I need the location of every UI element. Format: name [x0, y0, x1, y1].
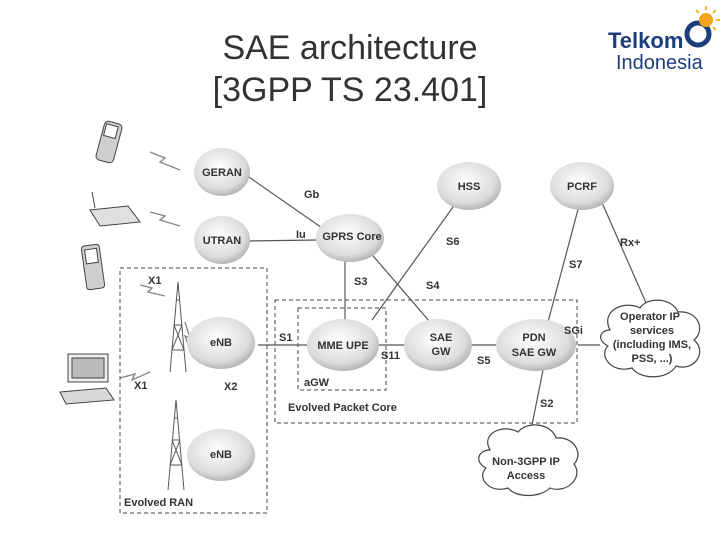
interface-rx-label: Rx+: [620, 237, 641, 249]
gprs-core-label: GPRS Core: [322, 231, 381, 243]
utran-label: UTRAN: [203, 235, 242, 247]
enb-node-top: eNB: [187, 317, 255, 369]
telkom-logo-icon: [684, 6, 720, 48]
diagram-title-line2: [3GPP TS 23.401]: [212, 71, 488, 109]
hss-label: HSS: [458, 181, 481, 193]
operator-ip-services-cloud: Operator IP services (including IMS, PSS…: [600, 299, 701, 378]
mme-upe-node: MME UPE: [307, 319, 379, 371]
pdn-sae-gw-node: PDN SAE GW: [496, 319, 576, 371]
interface-s2-label: S2: [540, 398, 553, 410]
sae-gw-label-line2: GW: [432, 346, 452, 358]
gprs-core-node: GPRS Core: [316, 214, 384, 262]
diagram-title-line1: SAE architecture: [222, 29, 478, 67]
non3gpp-access-cloud: Non-3GPP IP Access: [478, 424, 579, 497]
mobile-phone-icon: [80, 120, 123, 291]
mme-upe-label: MME UPE: [317, 340, 368, 352]
wireless-router-icon: [89, 191, 141, 227]
interface-s5-label: S5: [477, 355, 490, 367]
interface-gb-label: Gb: [304, 189, 320, 201]
antenna-tower-icon: [167, 399, 185, 491]
interface-x1-bottom-label: X1: [134, 380, 147, 392]
interface-s7-label: S7: [569, 259, 582, 271]
utran-node: UTRAN: [194, 216, 250, 264]
pcrf-label: PCRF: [567, 181, 597, 193]
enb-top-label: eNB: [210, 337, 232, 349]
evolved-ran-label: Evolved RAN: [124, 497, 193, 509]
interface-s11-label: S11: [381, 350, 400, 362]
interface-x1-top-label: X1: [148, 275, 161, 287]
interface-sgi-label: SGi: [564, 325, 583, 337]
evolved-packet-core-label: Evolved Packet Core: [288, 402, 397, 414]
antenna-tower-icon: [169, 281, 187, 373]
interface-s6-label: S6: [446, 236, 459, 248]
interface-s4-label: S4: [426, 280, 440, 292]
interface-iu-label: Iu: [296, 229, 306, 241]
pdn-sae-gw-label-line2: SAE GW: [512, 347, 557, 359]
operator-ip-line1: Operator IP: [620, 311, 680, 323]
enb-node-bottom: eNB: [187, 429, 255, 481]
evolved-packet-core-region: [274, 299, 578, 424]
geran-label: GERAN: [202, 167, 242, 179]
operator-ip-line3: (including IMS,: [613, 339, 691, 351]
non3gpp-line2: Access: [507, 470, 546, 482]
pcrf-node: PCRF: [550, 162, 614, 210]
operator-ip-line2: services: [630, 325, 674, 337]
enb-bottom-label: eNB: [210, 449, 232, 461]
pdn-sae-gw-label-line1: PDN: [522, 332, 545, 344]
sae-gw-node: SAE GW: [404, 319, 472, 371]
geran-node: GERAN: [194, 148, 250, 196]
logo-word-telkom: Telkom: [608, 28, 684, 53]
logo-word-indonesia: Indonesia: [616, 52, 703, 74]
lightning-signal-icon: [119, 151, 193, 382]
interface-s3-label: S3: [354, 276, 367, 288]
non3gpp-line1: Non-3GPP IP: [492, 456, 560, 468]
evolved-ran-region: [119, 267, 268, 514]
sae-gw-label-line1: SAE: [430, 332, 453, 344]
laptop-icon: [59, 353, 115, 405]
operator-ip-line4: PSS, ...): [632, 353, 673, 365]
agw-region: [297, 307, 387, 391]
interface-s1-label: S1: [279, 332, 292, 344]
interface-x2-label: X2: [224, 381, 237, 393]
hss-node: HSS: [437, 162, 501, 210]
agw-label: aGW: [304, 377, 330, 389]
